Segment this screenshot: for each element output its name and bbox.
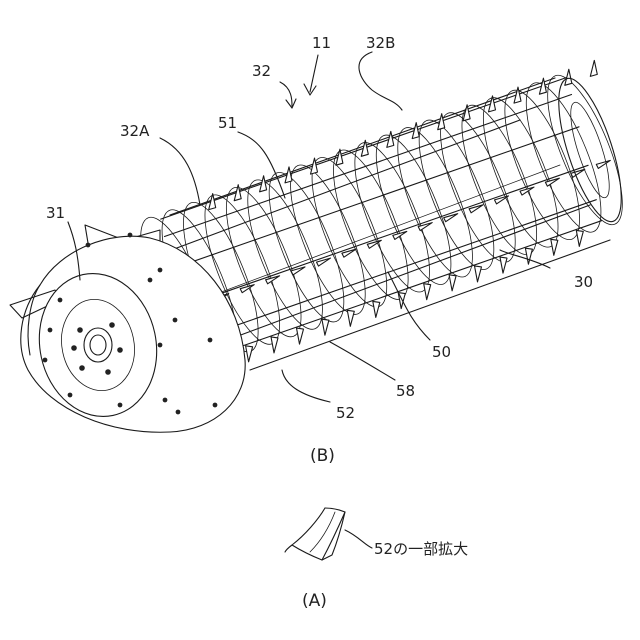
label-30: 30: [574, 273, 593, 291]
label-32A: 32A: [120, 122, 150, 140]
tooth: [347, 310, 354, 326]
detail-note: 52の一部拡大: [374, 540, 468, 558]
tooth: [297, 328, 304, 344]
cage-bar: [172, 127, 579, 269]
threshing-drum: [10, 60, 637, 432]
tooth: [525, 248, 532, 264]
label-32: 32: [252, 62, 271, 80]
hoop-ring: [254, 164, 358, 330]
tooth: [271, 337, 278, 353]
caption-a: (A): [302, 591, 327, 611]
tooth: [373, 301, 380, 317]
label-32B: 32B: [366, 34, 395, 52]
tooth: [590, 60, 597, 76]
caption-b: (B): [310, 446, 335, 466]
hoop-ring: [319, 142, 423, 308]
tooth: [475, 266, 482, 282]
tooth: [551, 239, 558, 255]
label-58: 58: [396, 382, 415, 400]
hoop-ring: [361, 127, 465, 293]
tooth: [424, 284, 431, 300]
detail-enlargement: 52の一部拡大: [285, 508, 468, 560]
label-11: 11: [312, 34, 331, 52]
tooth: [576, 230, 583, 246]
hoop-ring: [533, 67, 637, 233]
hoop-ring: [383, 119, 487, 285]
label-52: 52: [336, 404, 355, 422]
label-51: 51: [218, 114, 237, 132]
tooth: [246, 346, 253, 362]
tooth: [500, 257, 507, 273]
hoop-ring: [447, 97, 551, 263]
tooth: [596, 160, 610, 168]
label-31: 31: [46, 204, 65, 222]
tooth: [449, 275, 456, 291]
tooth: [322, 319, 329, 335]
cage-bar: [181, 165, 588, 307]
hoop-ring: [404, 112, 508, 278]
hoop-ring: [340, 134, 444, 300]
threshing-teeth: [195, 60, 611, 379]
label-50: 50: [432, 343, 451, 361]
